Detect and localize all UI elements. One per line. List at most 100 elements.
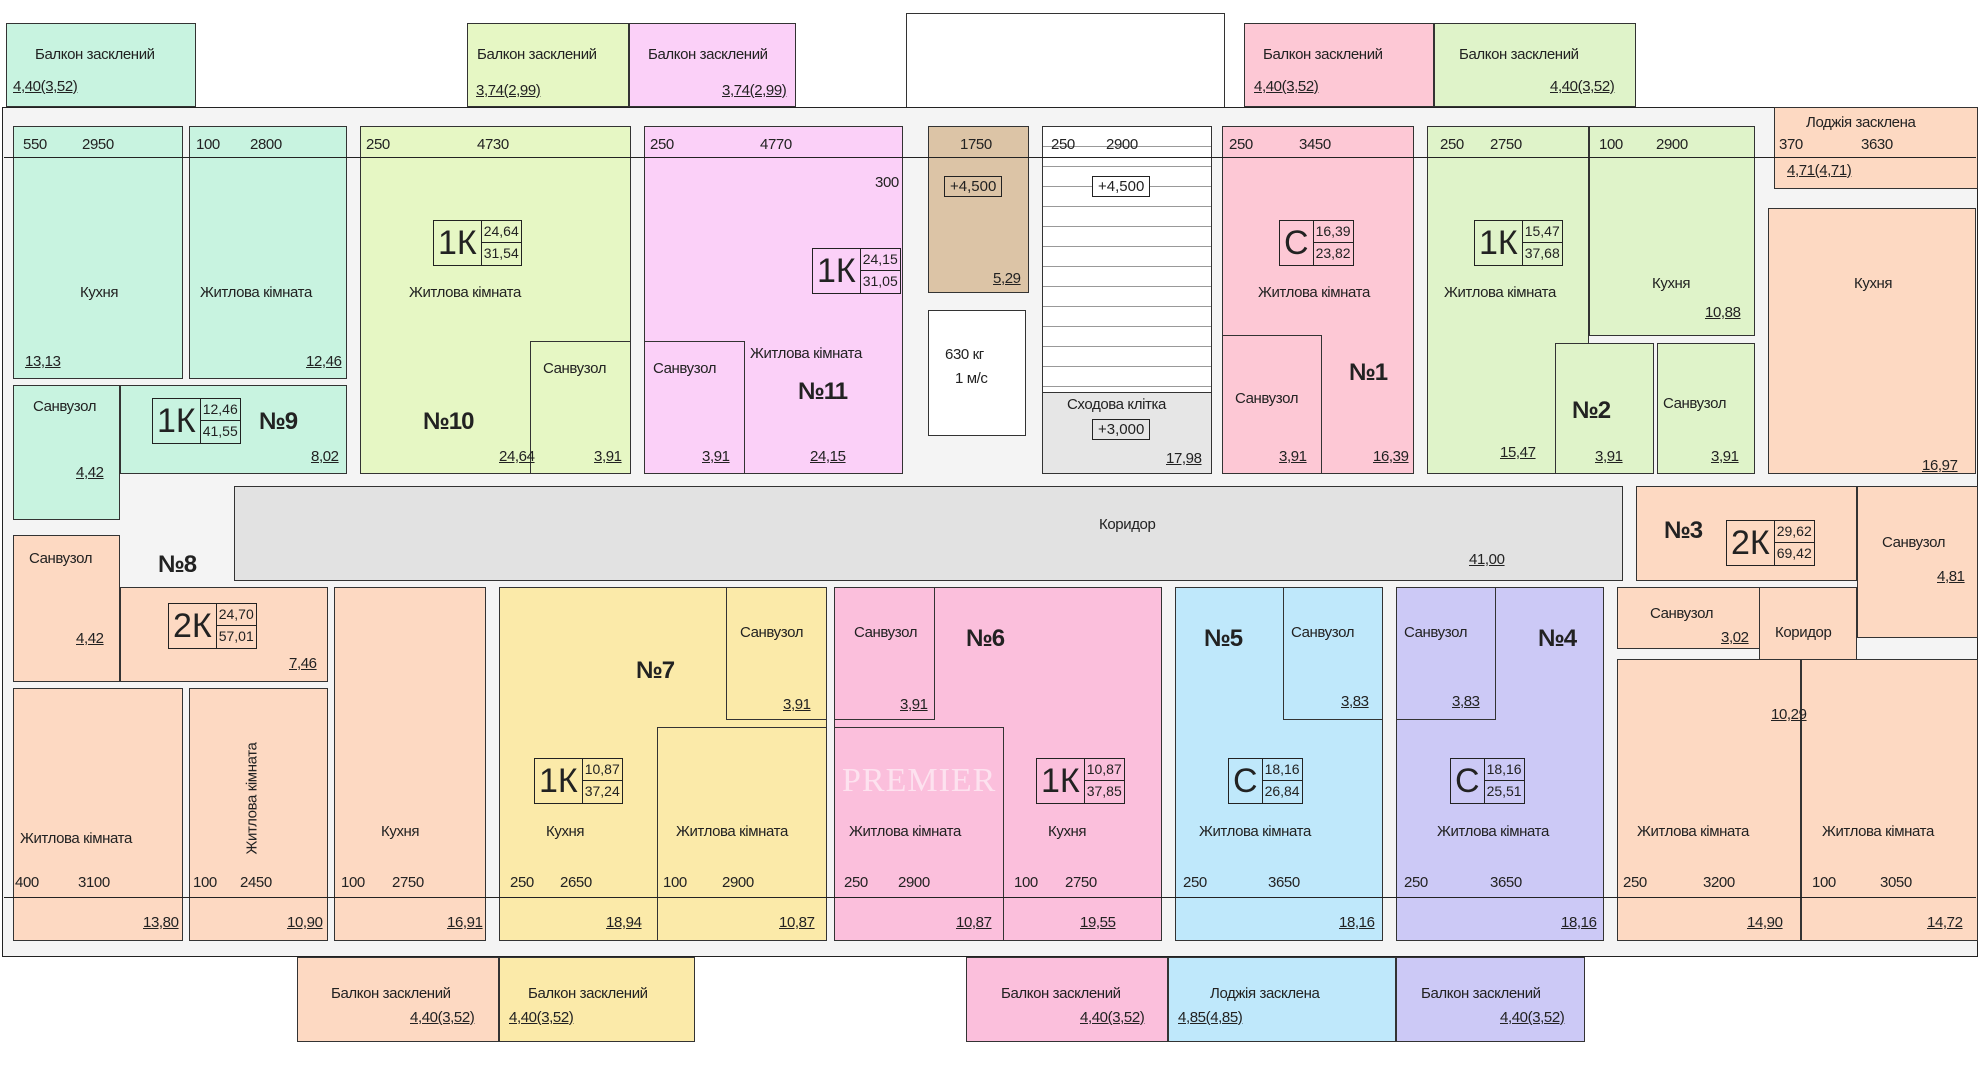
dimension: 2750 bbox=[1065, 874, 1097, 891]
dimension: 3450 bbox=[1299, 136, 1331, 153]
dimension: 2650 bbox=[560, 874, 592, 891]
balcony-8[interactable] bbox=[499, 957, 695, 1042]
balcony-5[interactable] bbox=[1434, 23, 1636, 107]
apartment-type: 2К bbox=[169, 604, 217, 648]
apartment-type: 1К bbox=[153, 399, 201, 443]
dimension: 400 bbox=[15, 874, 39, 891]
apt9-living[interactable] bbox=[189, 126, 347, 379]
apartment-type: 1К bbox=[535, 759, 583, 803]
loggia-apt5[interactable] bbox=[1168, 957, 1396, 1042]
room-area: 3,02 bbox=[1721, 629, 1749, 646]
dimension: 2900 bbox=[898, 874, 930, 891]
balcony-4[interactable] bbox=[1244, 23, 1434, 107]
apt2-hall[interactable] bbox=[1555, 343, 1654, 474]
storage[interactable] bbox=[928, 126, 1029, 293]
apt8-living1[interactable] bbox=[13, 688, 183, 941]
apt3-living2[interactable] bbox=[1801, 659, 1978, 941]
corridor[interactable] bbox=[234, 486, 1623, 581]
room-name: Кухня bbox=[1854, 275, 1893, 292]
loggia-apt3[interactable] bbox=[1774, 107, 1978, 189]
apt2-bath[interactable] bbox=[1657, 343, 1755, 474]
apt8-living2[interactable] bbox=[189, 688, 328, 941]
living-area: 10,87 bbox=[1084, 759, 1124, 781]
apt8-hall[interactable] bbox=[120, 587, 328, 682]
dimension: 100 bbox=[1812, 874, 1836, 891]
dimension: 3630 bbox=[1861, 136, 1893, 153]
dimension: 250 bbox=[1229, 136, 1253, 153]
apt3-kitchen[interactable] bbox=[1768, 208, 1976, 474]
apt10-bath[interactable] bbox=[530, 341, 631, 474]
balcony-1[interactable] bbox=[6, 23, 196, 107]
apt11-bath[interactable] bbox=[644, 341, 745, 474]
elevator[interactable] bbox=[928, 310, 1026, 436]
balcony-9[interactable] bbox=[966, 957, 1168, 1042]
balcony-label: Балкон засклений bbox=[477, 46, 597, 63]
balcony-3[interactable] bbox=[629, 23, 796, 107]
apartment-number: №6 bbox=[966, 625, 1005, 652]
apt3-bath-top[interactable] bbox=[1857, 486, 1978, 638]
room-name: Санвузол bbox=[29, 550, 93, 567]
apt1-bath[interactable] bbox=[1222, 335, 1322, 474]
room-area: 3,91 bbox=[900, 696, 928, 713]
apt6-bath[interactable] bbox=[834, 587, 935, 720]
apt6-living[interactable] bbox=[834, 727, 1004, 941]
room-name: Житлова кімната bbox=[1258, 284, 1370, 301]
room-name: Житлова кімната bbox=[750, 345, 862, 362]
apt9-hall[interactable] bbox=[120, 385, 347, 474]
apartment-type: 1К bbox=[1037, 759, 1085, 803]
apt9-kitchen[interactable] bbox=[13, 126, 183, 379]
apt2-kitchen[interactable] bbox=[1589, 126, 1755, 336]
room-name: Кухня bbox=[1048, 823, 1087, 840]
room-area: 24,15 bbox=[810, 448, 846, 465]
apt3-bath[interactable] bbox=[1617, 587, 1769, 649]
balcony-11[interactable] bbox=[1396, 957, 1585, 1042]
stair-landing[interactable] bbox=[1042, 392, 1212, 474]
dimension: 2750 bbox=[392, 874, 424, 891]
dimension: 100 bbox=[341, 874, 365, 891]
apt7-living[interactable] bbox=[657, 727, 827, 941]
room-area: 3,91 bbox=[1595, 448, 1623, 465]
apt3-living1[interactable] bbox=[1617, 659, 1801, 941]
room-name: Санвузол bbox=[543, 360, 607, 377]
room-name: Кухня bbox=[80, 284, 119, 301]
apartment-number: №11 bbox=[798, 378, 848, 405]
dimension: 250 bbox=[1440, 136, 1464, 153]
room-name: Кухня bbox=[546, 823, 585, 840]
balcony-2[interactable] bbox=[467, 23, 629, 107]
apt7-bath[interactable] bbox=[726, 587, 827, 720]
level-mark: +4,500 bbox=[944, 176, 1003, 197]
apt9-bath[interactable] bbox=[13, 385, 120, 520]
balcony-area: 4,40(3,52) bbox=[410, 1009, 475, 1026]
room-name: Санвузол bbox=[1291, 624, 1355, 641]
dimension: 250 bbox=[366, 136, 390, 153]
dimension: 250 bbox=[1051, 136, 1075, 153]
apt5-bath[interactable] bbox=[1283, 587, 1383, 720]
total-area: 23,82 bbox=[1315, 245, 1351, 261]
room-area: 16,91 bbox=[447, 914, 483, 931]
dimension: 2950 bbox=[82, 136, 114, 153]
apt8-bath[interactable] bbox=[13, 535, 120, 682]
apt8-kitchen[interactable] bbox=[334, 587, 486, 941]
shaft-outline bbox=[906, 13, 1225, 109]
room-area: 3,91 bbox=[594, 448, 622, 465]
total-area: 26,84 bbox=[1264, 783, 1300, 799]
room-area: 15,47 bbox=[1500, 444, 1536, 461]
apt11[interactable] bbox=[644, 126, 903, 474]
room-name: Санвузол bbox=[653, 360, 717, 377]
balcony-7[interactable] bbox=[297, 957, 499, 1042]
room-name: Санвузол bbox=[1882, 534, 1946, 551]
dimension: 3650 bbox=[1268, 874, 1300, 891]
apt4-bath[interactable] bbox=[1396, 587, 1496, 720]
